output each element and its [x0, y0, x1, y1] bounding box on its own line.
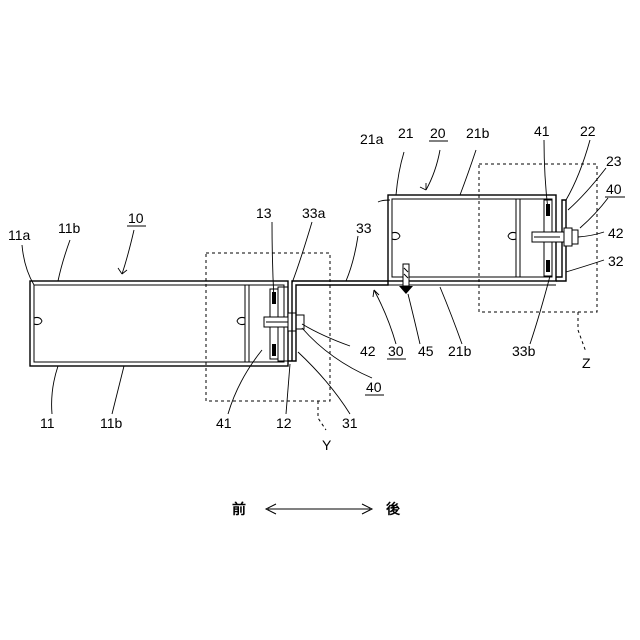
screw-45 [399, 264, 413, 294]
label-y: Y [322, 437, 332, 453]
label-42-left: 42 [360, 343, 376, 359]
label-33b: 33b [512, 343, 536, 359]
direction-indicator: 前 後 [232, 501, 401, 518]
label-20: 20 [430, 125, 446, 141]
front-housing [30, 281, 288, 366]
label-21: 21 [398, 125, 414, 141]
label-21b-bottom: 21b [448, 343, 472, 359]
label-12: 12 [276, 415, 292, 431]
label-23: 23 [606, 153, 622, 169]
label-11a: 11a [8, 227, 31, 243]
label-31: 31 [342, 415, 358, 431]
detail-y-leader [318, 401, 326, 430]
label-33a: 33a [302, 205, 326, 221]
label-10: 10 [128, 210, 144, 226]
label-45: 45 [418, 343, 434, 359]
label-41-right: 41 [534, 123, 550, 139]
label-41-left: 41 [216, 415, 232, 431]
label-11b-bottom: 11b [100, 415, 123, 431]
label-z: Z [582, 355, 591, 371]
label-21b-top: 21b [466, 125, 490, 141]
detail-z-leader [578, 312, 586, 352]
label-11: 11 [40, 415, 55, 431]
rear-housing [388, 195, 578, 281]
front-label: 前 [232, 501, 246, 518]
label-42-right: 42 [608, 225, 624, 241]
label-33: 33 [356, 220, 372, 236]
reference-numerals: 11a 11b 10 11 11b 13 33a 33 42 30 45 21b… [8, 123, 625, 453]
label-32: 32 [608, 253, 624, 269]
label-22: 22 [580, 123, 596, 139]
label-11b-top: 11b [58, 220, 81, 236]
rear-label: 後 [386, 501, 401, 518]
label-40-right: 40 [606, 181, 622, 197]
label-40-left: 40 [366, 379, 382, 395]
label-30: 30 [388, 343, 404, 359]
label-13: 13 [256, 205, 272, 221]
label-21a: 21a [360, 131, 384, 147]
